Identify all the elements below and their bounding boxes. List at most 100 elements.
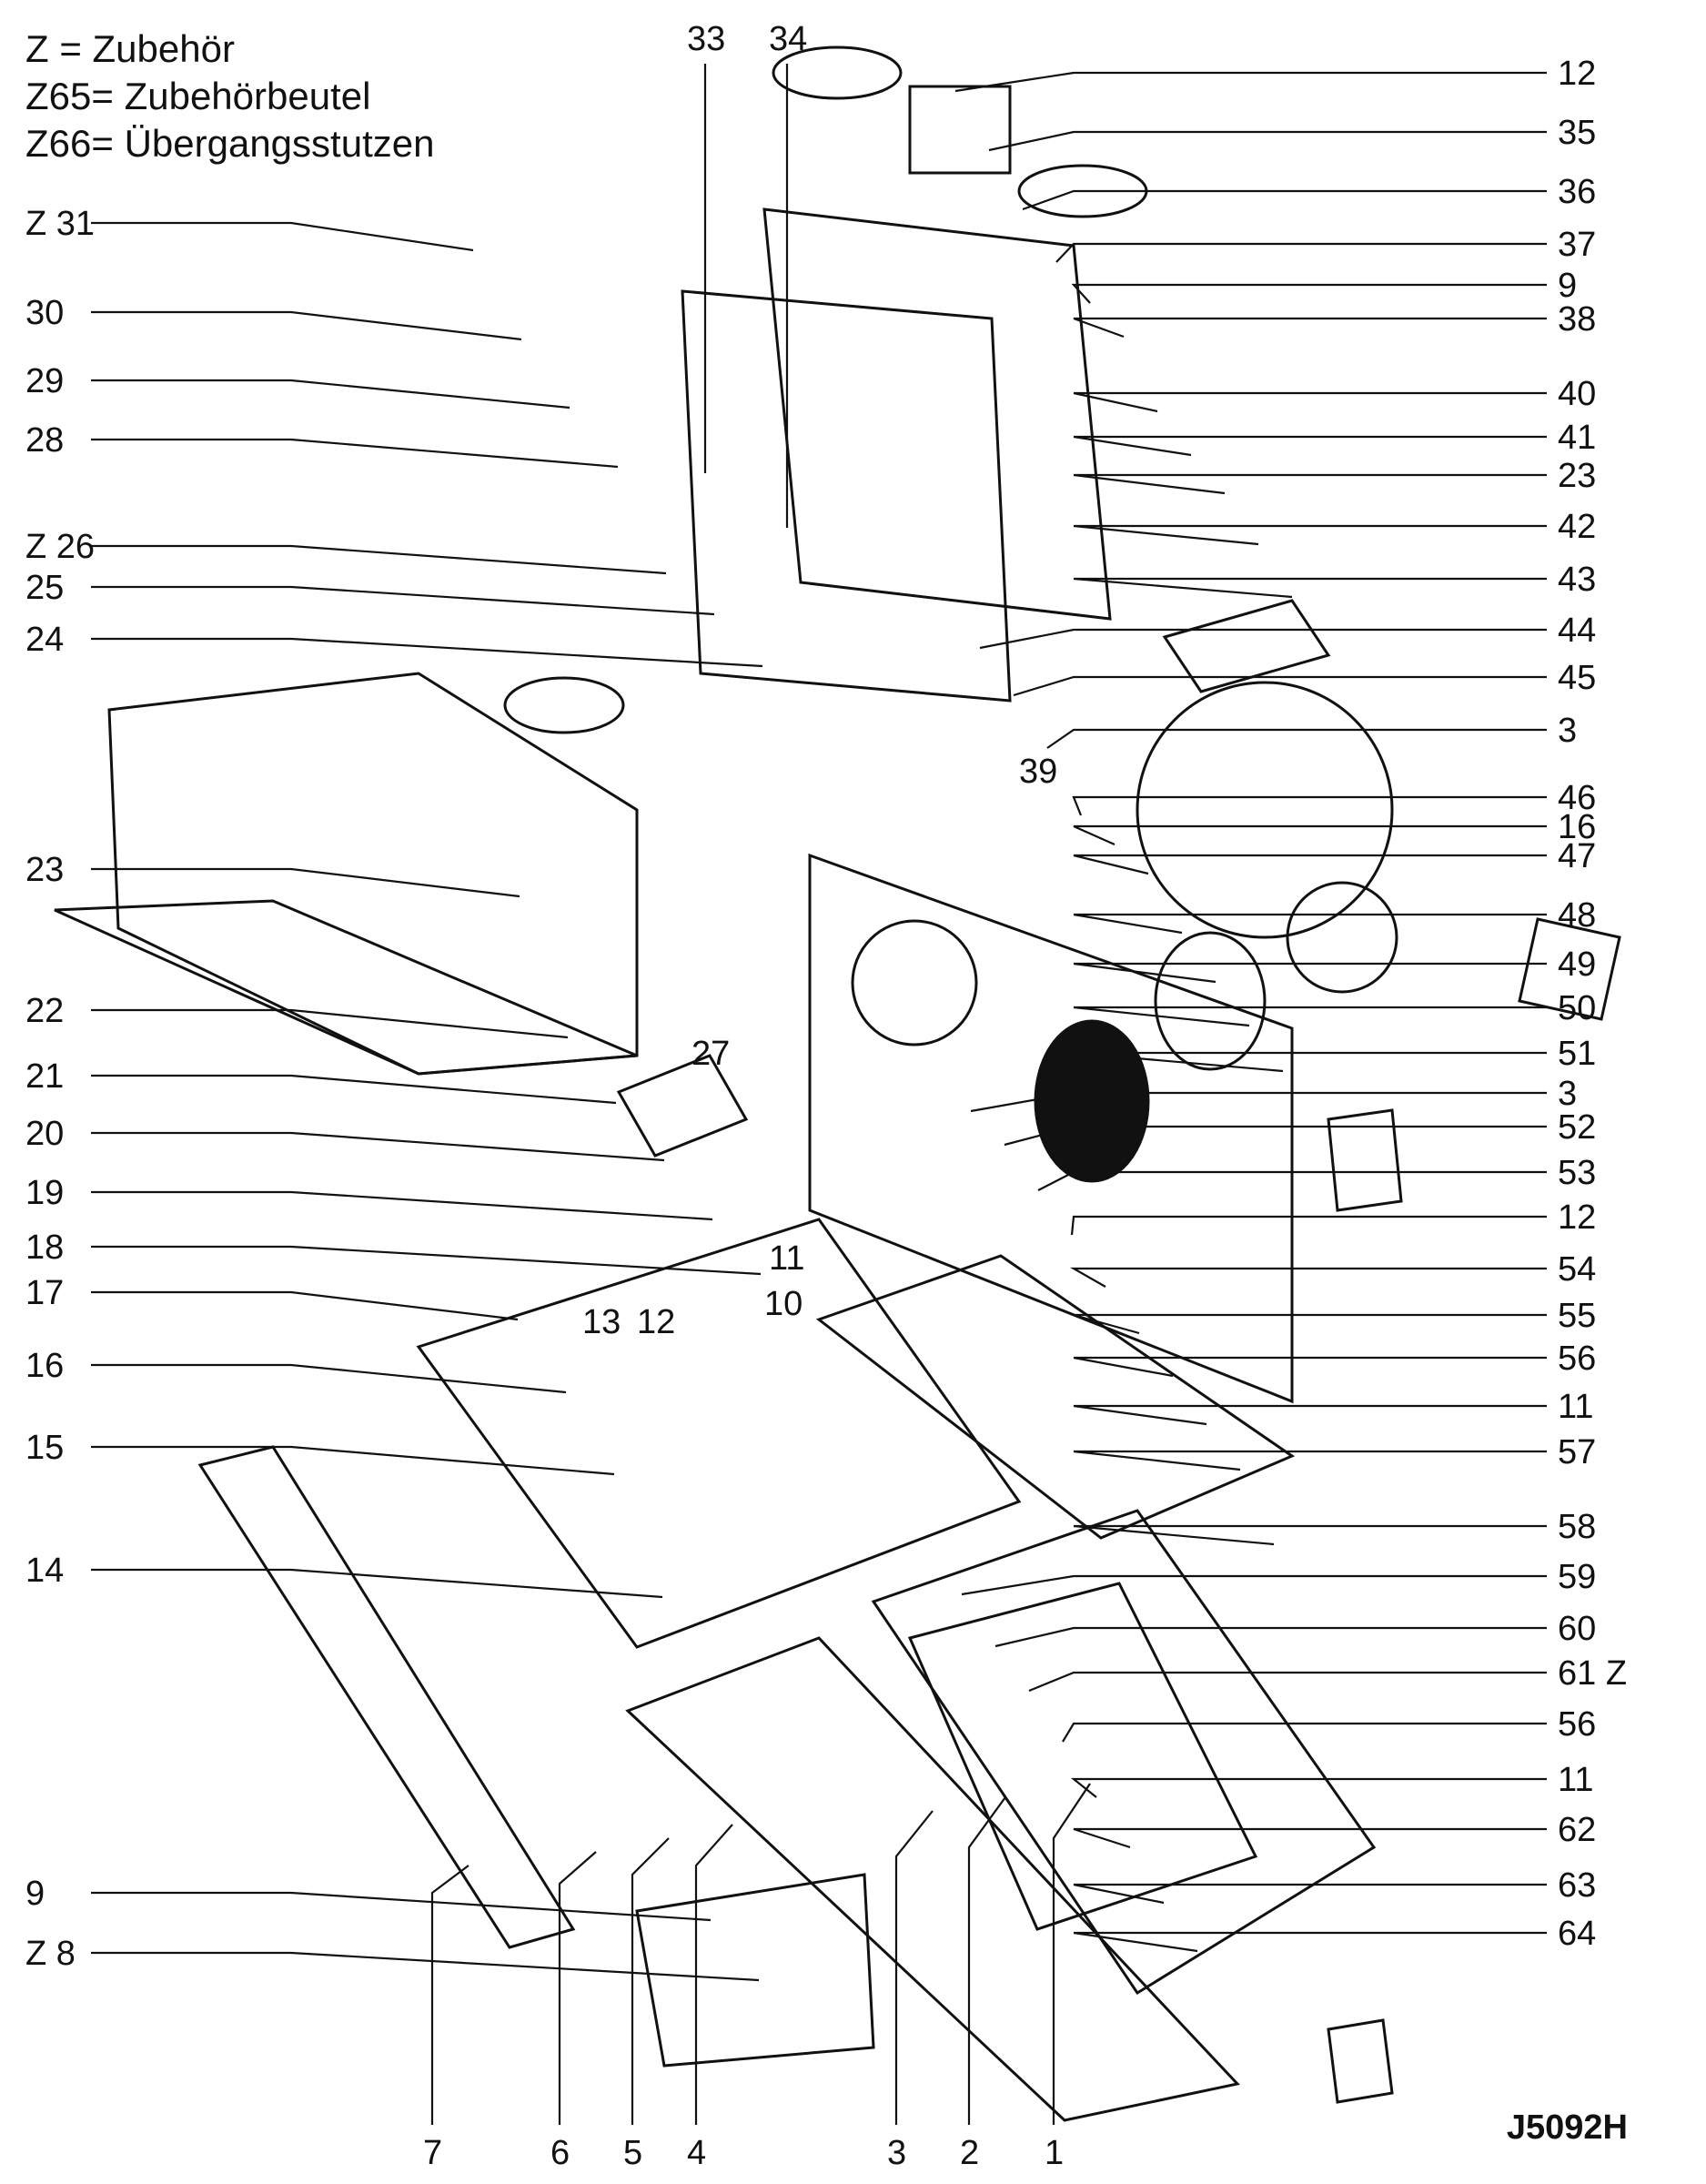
callout-leader xyxy=(994,1626,1547,1648)
callout-label: 59 xyxy=(1558,1558,1596,1596)
part-bulb-left xyxy=(772,46,903,100)
callout-label: 19 xyxy=(25,1174,64,1212)
callout-label: 3 xyxy=(1558,1075,1577,1113)
callout-leader xyxy=(979,628,1547,650)
callout-label: 7 xyxy=(423,2134,442,2172)
callout-label: 12 xyxy=(1558,1198,1596,1237)
callout-leader xyxy=(91,637,763,668)
callout-label: 11 xyxy=(1558,1761,1593,1799)
callout-label: 53 xyxy=(1558,1154,1596,1192)
part-slide-rail xyxy=(625,1636,1240,2122)
callout-label: 11 xyxy=(769,1239,804,1278)
callout-leader xyxy=(91,585,715,616)
callout-leader xyxy=(1062,1722,1547,1743)
callout-label: 56 xyxy=(1558,1705,1596,1744)
callout-label: 54 xyxy=(1558,1250,1596,1289)
callout-leader xyxy=(1073,1006,1547,1027)
callout-leader xyxy=(91,1074,617,1105)
callout-leader xyxy=(1073,577,1547,599)
callout-leader xyxy=(1028,1671,1547,1693)
callout-label: 50 xyxy=(1558,989,1596,1027)
callout-label: 43 xyxy=(1558,561,1596,599)
legend-line: Z = Zubehör xyxy=(25,27,235,70)
callout-leader xyxy=(430,1865,469,2125)
callout-leader xyxy=(91,379,570,410)
callout-label: 58 xyxy=(1558,1508,1596,1546)
part-front-strip xyxy=(197,1445,576,1949)
callout-label: 28 xyxy=(25,421,64,460)
part-base-pan xyxy=(416,1218,1022,1649)
callout-label: 24 xyxy=(25,621,64,659)
callout-leader xyxy=(1073,824,1547,846)
callout-label: 2 xyxy=(960,2134,979,2172)
part-blower-housing xyxy=(1136,681,1394,939)
callout-leader xyxy=(91,1190,713,1221)
callout-leader xyxy=(91,1445,615,1476)
part-blower-wheel xyxy=(1286,881,1398,994)
callout-leader xyxy=(1073,1356,1547,1378)
callout-label: 30 xyxy=(25,294,64,332)
legend-line: Z66= Übergangsstutzen xyxy=(25,122,435,165)
callout-leader xyxy=(91,1951,760,1982)
callout-label: Z 26 xyxy=(25,528,95,566)
part-grid-tray xyxy=(815,1254,1296,1540)
callout-leader xyxy=(1073,317,1547,339)
part-fan-opening xyxy=(1034,1019,1150,1183)
callout-label: 62 xyxy=(1558,1811,1596,1849)
callout-leader xyxy=(91,544,667,575)
callout-label: 48 xyxy=(1558,896,1596,935)
callout-leader xyxy=(91,867,520,898)
callout-label: 41 xyxy=(1558,419,1596,457)
callout-leader xyxy=(558,1851,597,2125)
callout-label: 9 xyxy=(25,1875,45,1913)
part-fan-wheel xyxy=(1154,931,1267,1071)
callout-label: 14 xyxy=(25,1552,64,1590)
callout-label: 1 xyxy=(1045,2134,1064,2172)
callout-leader xyxy=(1073,1404,1547,1426)
callout-label: Z 8 xyxy=(25,1935,76,1973)
callout-label: 51 xyxy=(1558,1035,1596,1073)
callout-leader xyxy=(1004,1125,1547,1147)
callout-leader xyxy=(988,130,1547,152)
part-fan-grille xyxy=(851,919,978,1046)
callout-label: 29 xyxy=(25,362,64,400)
callout-label: 56 xyxy=(1558,1340,1596,1378)
part-lamp-holder xyxy=(908,85,1012,175)
callout-leader xyxy=(91,438,619,469)
callout-leader xyxy=(91,1568,663,1599)
callout-leader xyxy=(970,1091,1547,1113)
callout-label: 16 xyxy=(25,1347,64,1385)
callout-label: 16 xyxy=(1558,808,1596,846)
callout-leader xyxy=(1073,1524,1547,1546)
callout-label: 38 xyxy=(1558,300,1596,339)
callout-label: 33 xyxy=(687,20,725,58)
callout-leader xyxy=(1073,524,1547,546)
callout-label: 46 xyxy=(1558,779,1596,817)
callout-leader xyxy=(1073,1313,1547,1335)
part-bracket-51 xyxy=(1327,1108,1403,1212)
callout-label: 45 xyxy=(1558,659,1596,697)
callout-label: 10 xyxy=(764,1285,803,1323)
callout-label: 22 xyxy=(25,992,64,1030)
callout-label: 13 xyxy=(582,1303,621,1341)
part-long-carriage xyxy=(871,1509,1377,1996)
callout-label: 60 xyxy=(1558,1610,1596,1648)
callout-label: 12 xyxy=(637,1303,675,1341)
callout-leader xyxy=(1073,913,1547,935)
callout-label: 27 xyxy=(691,1035,730,1073)
part-bracket-63 xyxy=(1327,2018,1394,2104)
callout-label: 35 xyxy=(1558,114,1596,152)
callout-leader xyxy=(1073,1931,1547,1953)
callout-label: 47 xyxy=(1558,837,1596,875)
callout-leader xyxy=(1013,675,1547,697)
callout-leader xyxy=(961,1574,1547,1596)
callout-leader xyxy=(1073,473,1547,495)
part-belt xyxy=(907,1582,1258,1931)
callout-leader xyxy=(91,221,474,252)
callout-label: 23 xyxy=(1558,457,1596,495)
callout-label: 11 xyxy=(1558,1388,1593,1426)
callout-leader xyxy=(91,1131,665,1162)
callout-leader xyxy=(1046,728,1547,749)
callout-label: 39 xyxy=(1019,753,1057,791)
